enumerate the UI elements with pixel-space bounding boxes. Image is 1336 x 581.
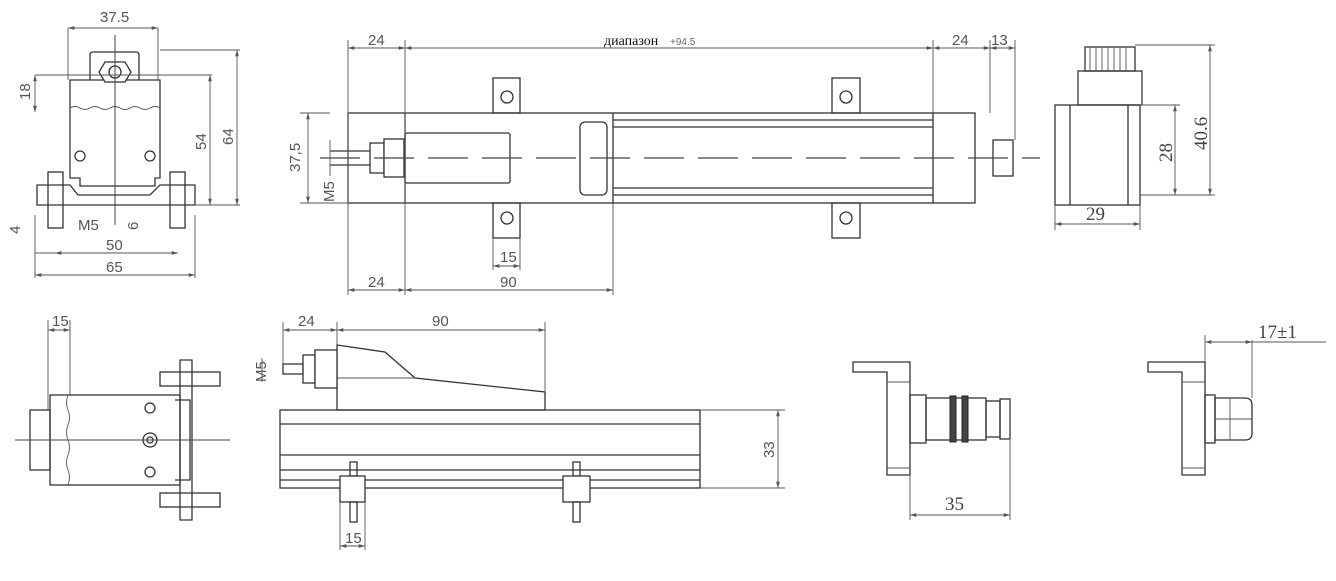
dim-left-24: 24 [368,32,385,49]
dim-35: 35 [945,494,964,515]
top-view: 24 диапазон +94.5 24 13 37,5 M5 15 24 90 [287,32,1040,295]
dim-6: 6 [125,222,142,230]
dim-65: 65 [106,259,123,276]
range-label: диапазон [604,34,659,49]
dim-15: 15 [500,249,517,266]
dim-4: 4 [7,226,24,234]
range-offset: +94.5 [670,37,696,48]
dim-50: 50 [106,237,123,254]
dim-64: 64 [220,128,237,145]
dim-33: 33 [761,441,778,458]
bracket-connector-view: 35 [852,361,1011,520]
dim-28: 28 [1156,143,1177,162]
dim-15: 15 [52,313,69,330]
dim-24: 24 [298,313,315,330]
dim-m5: M5 [78,217,99,234]
dim-13: 13 [991,32,1008,49]
side-view: 15 [15,313,230,521]
dim-40-6: 40.6 [1191,117,1212,150]
dim-90: 90 [500,274,517,291]
front-end-view: 37.5 18 54 64 4 M5 6 50 65 [7,9,240,278]
dim-m5: M5 [321,181,338,202]
dim-29: 29 [1086,204,1105,225]
dim-15: 15 [345,530,362,547]
dim-bottom-24: 24 [368,274,385,291]
dim-90: 90 [432,313,449,330]
dim-54: 54 [193,133,210,150]
dim-18: 18 [17,83,34,100]
dim-m5: M5 [253,361,270,382]
connector-end-view: 40.6 28 29 [1054,44,1215,230]
dim-right-24: 24 [952,32,969,49]
dim-37-5: 37.5 [100,9,129,26]
bracket-gland-view: 17±1 [1147,322,1326,476]
dim-37-5-vertical: 37,5 [287,143,304,172]
rail-side-view: 24 90 M5 33 15 [253,313,785,550]
dim-17-tolerance: 17±1 [1258,322,1297,343]
